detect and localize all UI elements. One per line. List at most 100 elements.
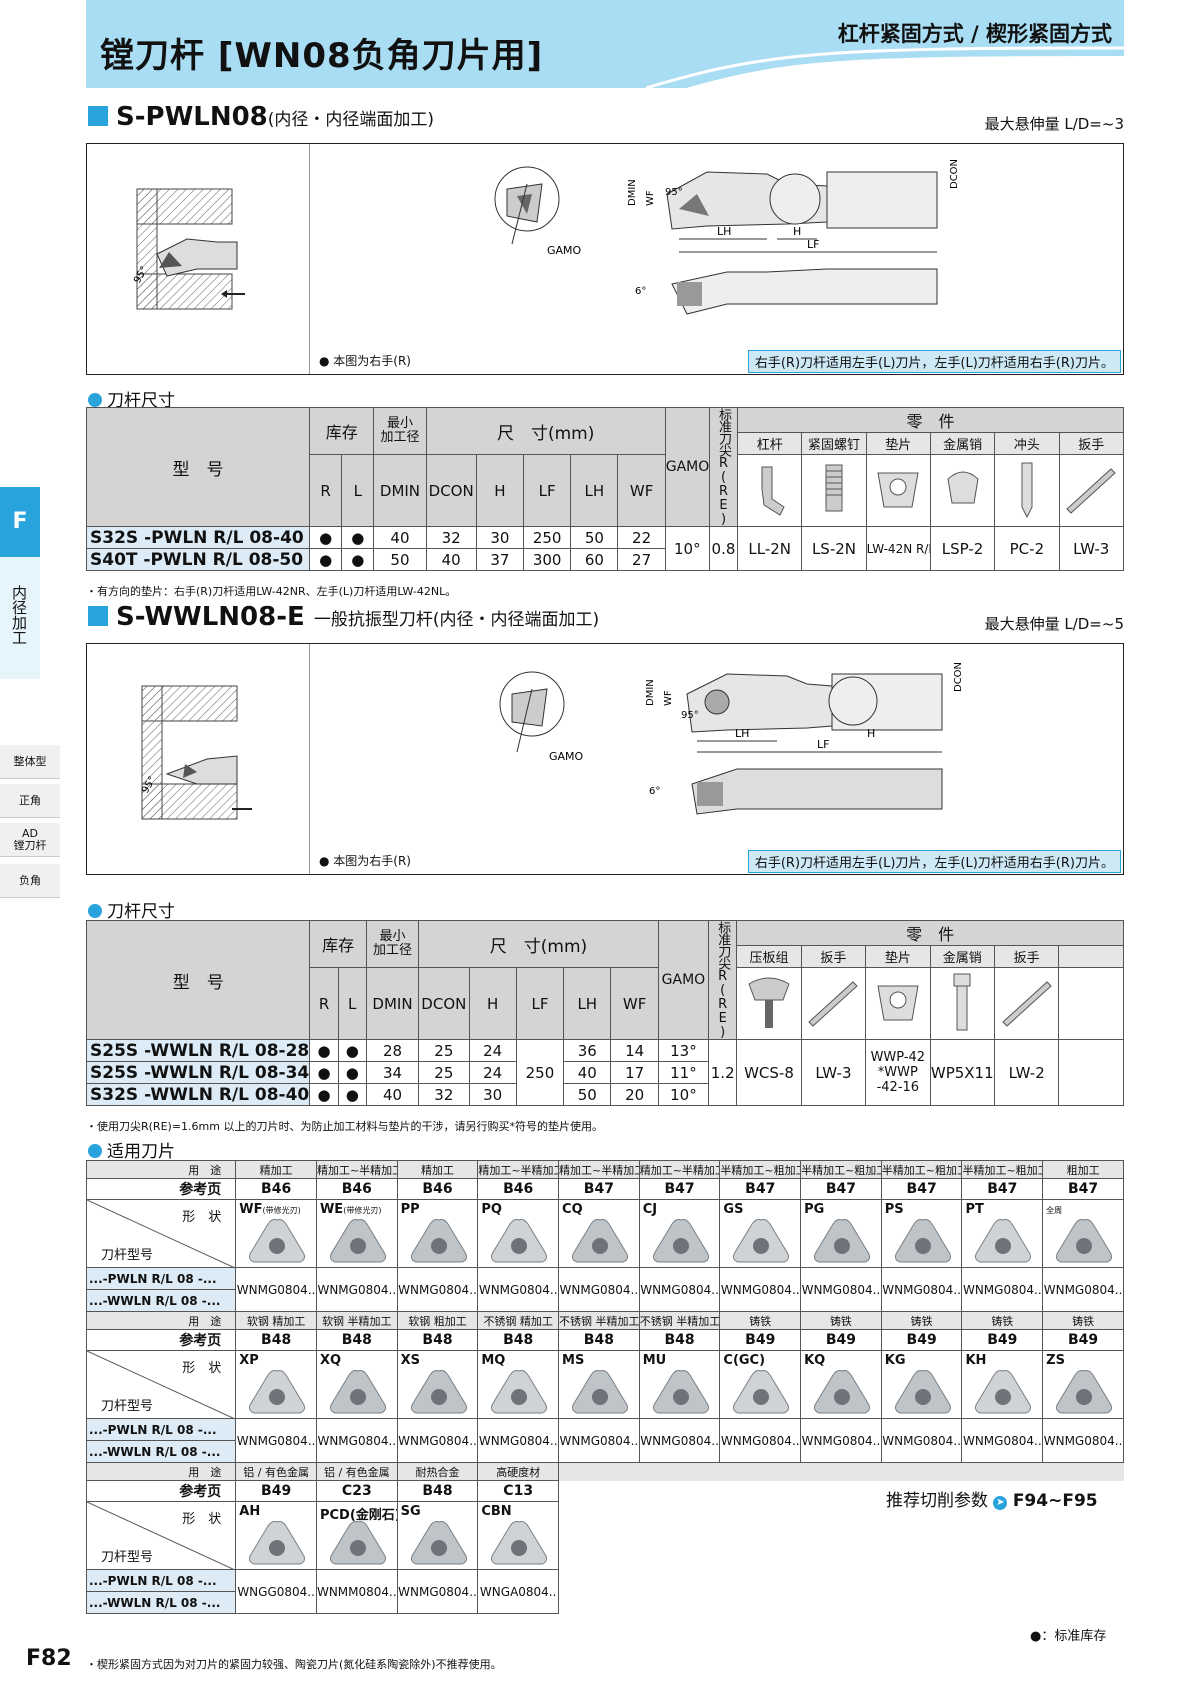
s2-row2-dmin: 40 [365, 1083, 420, 1106]
section1-footnote: ・有方向的垫片：右手(R)刀杆适用LW-42NR、左手(L)刀杆适用LW-42N… [86, 585, 457, 598]
s1-row0-r: ● [309, 526, 343, 549]
insert-breaker-code: CBN [481, 1504, 512, 1519]
s1-row0-wf: 22 [617, 526, 666, 549]
bullet-icon [88, 393, 102, 407]
holder-model-m1: ...-PWLN R/L 08 -... [85, 1418, 237, 1441]
holder-model-m1: ...-PWLN R/L 08 -... [85, 1569, 237, 1592]
s2-part-3: WP5X11 [929, 1039, 995, 1106]
empty-cell [881, 1570, 962, 1592]
shape-label: 形 状 [182, 1210, 222, 1225]
svg-text:H: H [793, 225, 801, 238]
insert-ref-page[interactable]: B47 [558, 1178, 640, 1200]
insert-ref-page[interactable]: B49 [800, 1329, 882, 1351]
section2-dimension-table: 型 号 库存 最小 加工径 尺 寸(mm) GAMO 标准刀尖R(RE) 零 件… [85, 920, 1124, 1106]
s2-re: 1.2 [708, 1039, 738, 1106]
insert-shape-cell: WF(带修光刃) [235, 1199, 317, 1268]
side-item-ad[interactable]: AD 镗刀杆 [0, 823, 60, 857]
empty-cell [720, 1570, 801, 1592]
insert-code: WNMG0804.. [396, 1267, 479, 1312]
insert-breaker-code: WF [239, 1202, 263, 1217]
insert-ref-page[interactable]: C13 [477, 1480, 560, 1502]
insert-ref-page[interactable]: B48 [235, 1329, 317, 1351]
insert-use: 半精加工~粗加工/高进给 [961, 1160, 1044, 1179]
side-item-negative[interactable]: 负角 [0, 864, 60, 898]
h-min: 最小 加工径 [373, 407, 427, 455]
insert-ref-page[interactable]: B47 [1042, 1178, 1124, 1200]
insert-ref-page[interactable]: B48 [477, 1329, 560, 1351]
empty-cell [558, 1480, 640, 1502]
diagonal-divider [87, 1502, 233, 1569]
s2-part-empty [1058, 1039, 1124, 1106]
empty-cell [1043, 1592, 1124, 1614]
s1-part-2: LW-42N R/L [865, 526, 931, 571]
insert-use: 耐热合金 [396, 1462, 479, 1481]
empty-cell [720, 1502, 801, 1570]
insert-chip-image [652, 1219, 709, 1263]
empty-cell [881, 1462, 962, 1481]
insert-breaker-code: MS [562, 1353, 585, 1368]
empty-cell [1043, 1502, 1124, 1570]
insert-ref-page[interactable]: B47 [961, 1178, 1044, 1200]
insert-ref-page[interactable]: B46 [396, 1178, 479, 1200]
section1-ld: 最大悬伸量 L/D=~3 [984, 115, 1124, 133]
h-model: 型 号 [85, 407, 311, 527]
s1-part-5: LW-3 [1058, 526, 1125, 571]
diagonal-divider [87, 1351, 233, 1418]
s1-part-3: LSP-2 [929, 526, 996, 571]
insert-chip-image [1056, 1219, 1113, 1263]
holder-model-m2: ...-WWLN R/L 08 -... [85, 1591, 237, 1614]
s2-row0-dcon: 25 [418, 1039, 470, 1062]
holder-model-m2: ...-WWLN R/L 08 -... [85, 1289, 237, 1312]
header-wave [645, 46, 1124, 88]
insert-code: WNGA0804.. [477, 1569, 560, 1614]
insert-ref-page[interactable]: B49 [1042, 1329, 1124, 1351]
insert-ref-page[interactable]: B48 [396, 1329, 479, 1351]
s2-row1-h: 24 [468, 1061, 517, 1084]
side-item-solid[interactable]: 整体型 [0, 745, 60, 779]
s2-row0-h: 24 [468, 1039, 517, 1062]
insert-code: WNMG0804.. [800, 1418, 882, 1463]
insert-ref-page[interactable]: B47 [800, 1178, 882, 1200]
insert-shape-cell: XS [396, 1350, 479, 1419]
insert-chip-image [491, 1219, 548, 1263]
row-label-ref: 参考页 [85, 1480, 237, 1502]
insert-ref-page[interactable]: B48 [558, 1329, 640, 1351]
svg-text:LH: LH [735, 727, 749, 740]
insert-ref-page[interactable]: B49 [235, 1480, 317, 1502]
insert-ref-page[interactable]: B49 [719, 1329, 802, 1351]
insert-ref-page[interactable]: B49 [880, 1329, 963, 1351]
svg-text:H: H [867, 727, 875, 740]
insert-ref-page[interactable]: C23 [315, 1480, 398, 1502]
h-stock: 库存 [309, 407, 375, 455]
insert-use: 精加工~半精加工 [315, 1160, 398, 1179]
s1-row1-model: S40T -PWLN R/L 08-50 [85, 548, 311, 571]
side-tab-letter[interactable]: F [0, 487, 40, 557]
insert-ref-page[interactable]: B47 [719, 1178, 802, 1200]
insert-use: 铸铁 [800, 1311, 882, 1330]
insert-ref-page[interactable]: B49 [961, 1329, 1044, 1351]
empty-cell [962, 1592, 1043, 1614]
insert-code: WNMG0804.. [800, 1267, 882, 1312]
insert-chip [646, 1212, 716, 1267]
wrench-image [993, 967, 1060, 1040]
insert-ref-page[interactable]: B48 [315, 1329, 398, 1351]
s1-row0-dmin: 40 [373, 526, 427, 549]
insert-ref-page[interactable]: B48 [396, 1480, 479, 1502]
s2-row2-h: 30 [468, 1083, 517, 1106]
insert-code: WNMG0804.. [558, 1267, 640, 1312]
recommend[interactable]: 推荐切削参数 ➤ F94~F95 [886, 1486, 1098, 1511]
insert-chip [888, 1212, 958, 1267]
insert-ref-page[interactable]: B48 [638, 1329, 721, 1351]
insert-ref-page[interactable]: B46 [477, 1178, 560, 1200]
svg-text:LF: LF [807, 238, 819, 251]
empty-cell [1042, 1462, 1124, 1481]
insert-ref-page[interactable]: B47 [880, 1178, 963, 1200]
side-item-positive[interactable]: 正角 [0, 784, 60, 818]
insert-ref-page[interactable]: B46 [315, 1178, 398, 1200]
s1-row0-lf: 250 [523, 526, 572, 549]
insert-shape-cell: PQ [477, 1199, 560, 1268]
insert-shape-cell: XP [235, 1350, 317, 1419]
insert-ref-page[interactable]: B47 [638, 1178, 721, 1200]
h-parts: 零 件 [737, 407, 1124, 433]
insert-ref-page[interactable]: B46 [235, 1178, 317, 1200]
